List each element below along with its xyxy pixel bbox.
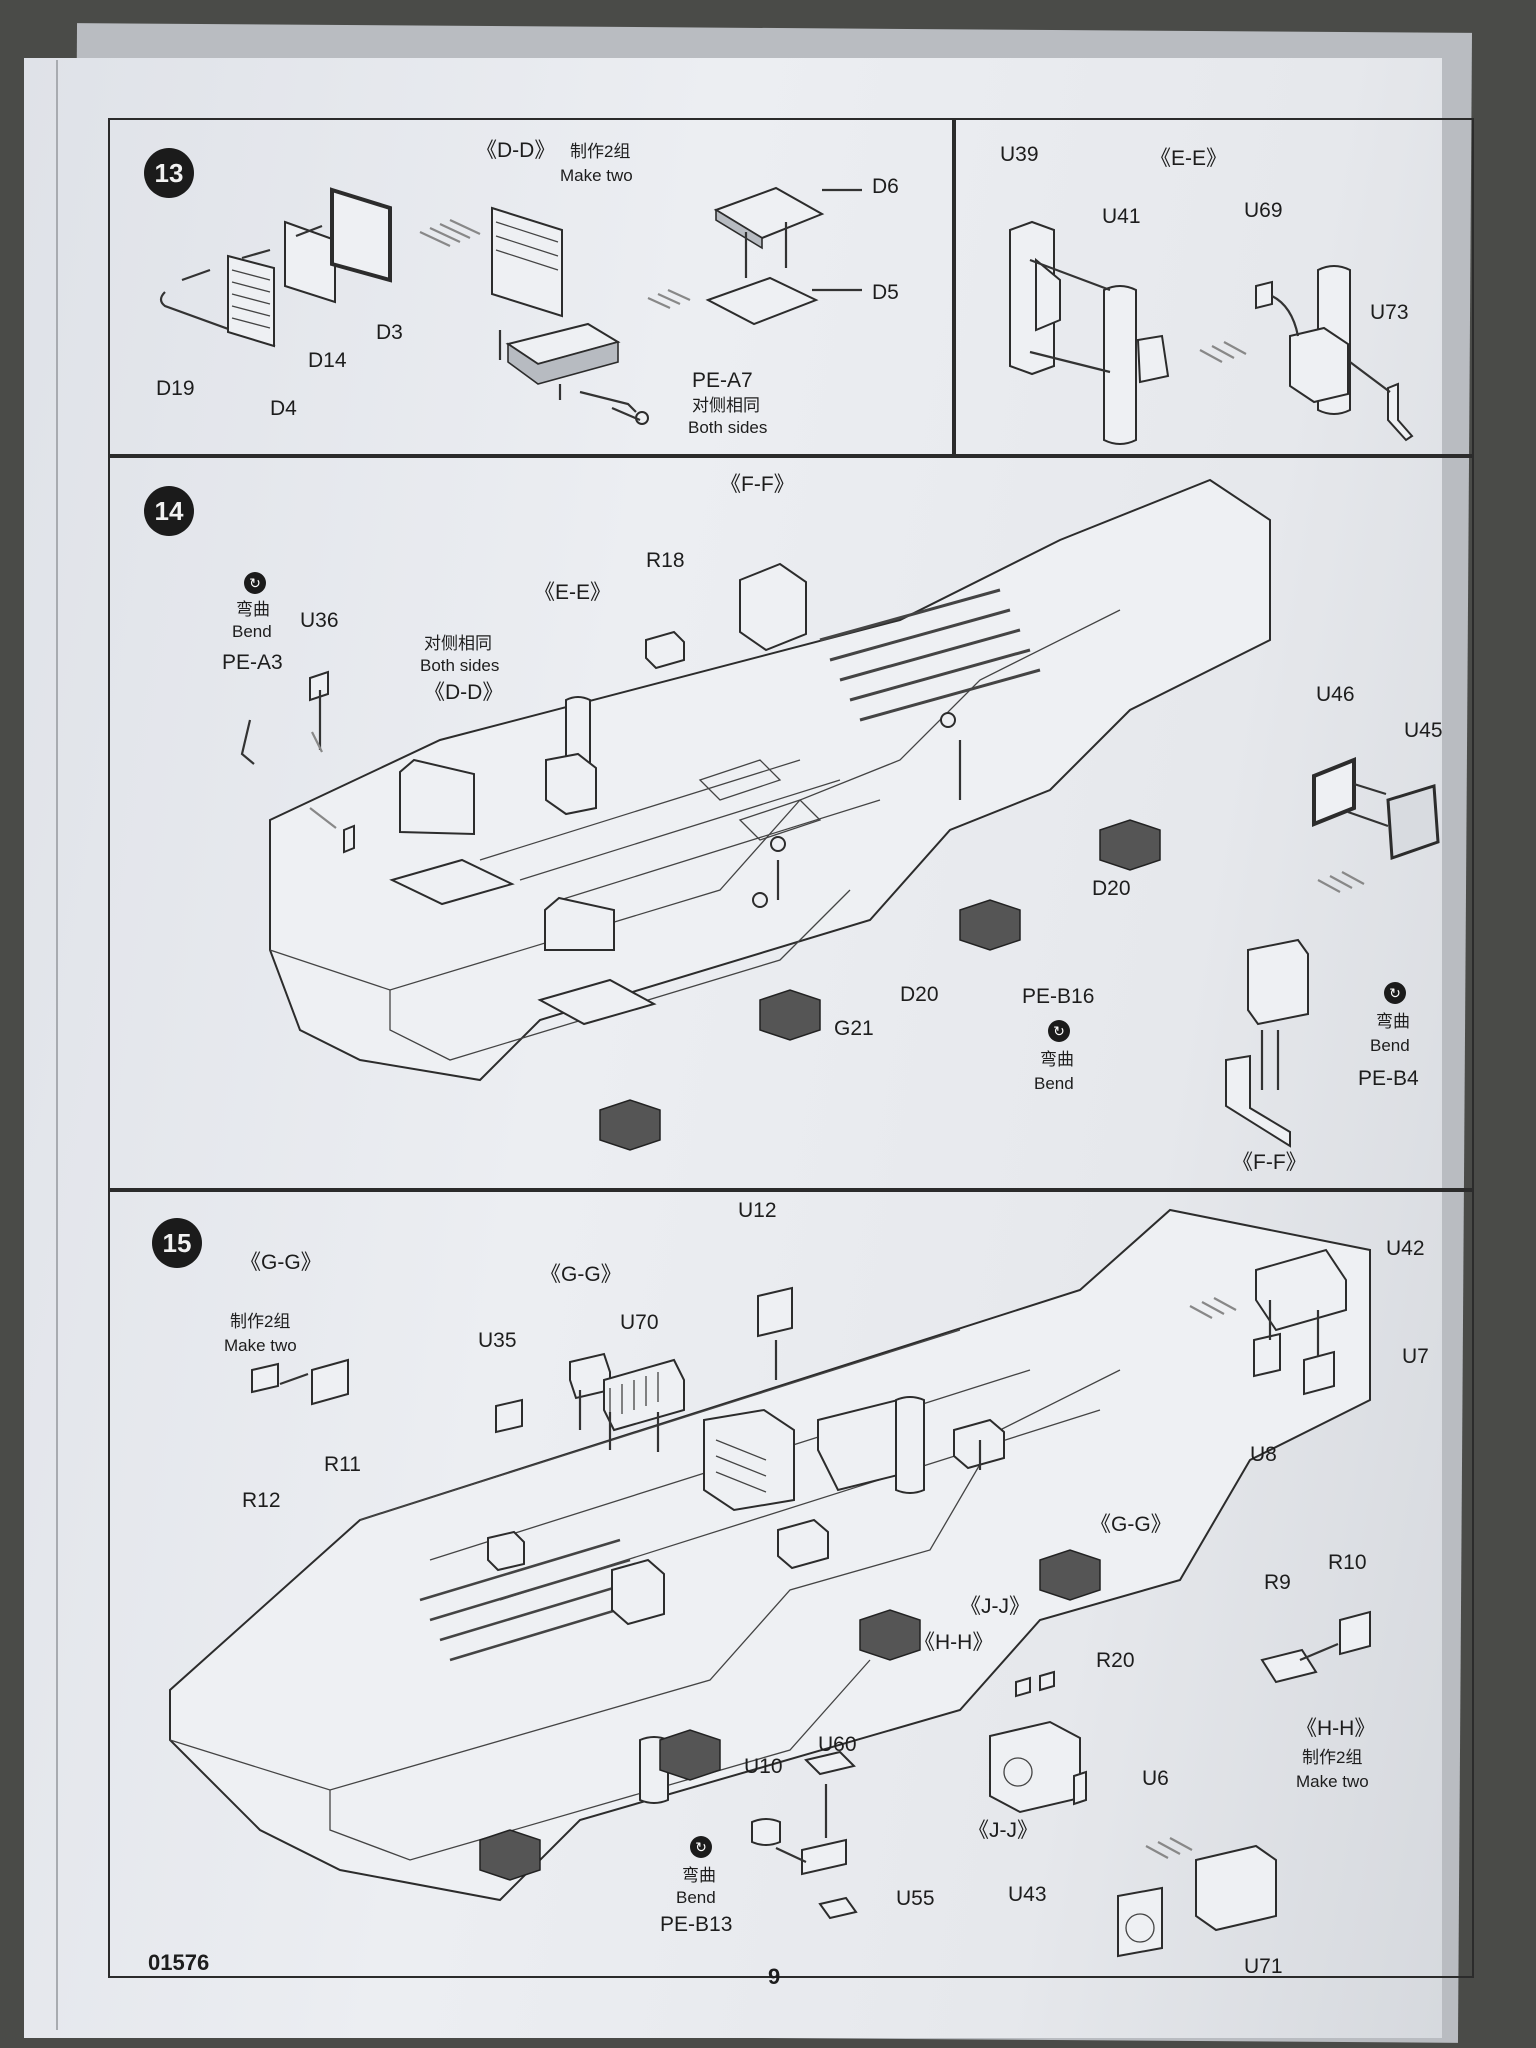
bend-cn-2: 弯曲: [1040, 1050, 1074, 1069]
dd-make-cn: 制作2组: [570, 142, 631, 161]
bend-cn-1: 弯曲: [236, 600, 270, 619]
jj-title-2: 《J-J》: [968, 1819, 1038, 1842]
both-cn-14: 对侧相同: [424, 634, 492, 653]
part-pe-a7: PE-A7: [692, 369, 753, 392]
gg-make-en: Make two: [224, 1336, 297, 1355]
bend-cn-15: 弯曲: [682, 1866, 716, 1885]
part-r18: R18: [646, 549, 685, 572]
part-u45: U45: [1404, 719, 1443, 742]
step-14-badge: 14: [144, 486, 194, 536]
part-pe-b4: PE-B4: [1358, 1067, 1419, 1090]
part-u35: U35: [478, 1329, 517, 1352]
part-u73: U73: [1370, 301, 1409, 324]
bend-en-1: Bend: [232, 622, 272, 641]
seat-cushion-parts: [705, 186, 862, 326]
step15-side-parts: [251, 1248, 1371, 1958]
step13-panel-right: [952, 118, 1474, 458]
part-pe-b13: PE-B13: [660, 1913, 733, 1936]
hh-title: 《H-H》: [914, 1631, 994, 1654]
part-r11: R11: [324, 1453, 361, 1476]
part-d5: D5: [872, 281, 899, 304]
bend-en-15: Bend: [676, 1888, 716, 1907]
step15-panel: [108, 1188, 1474, 1978]
part-d19: D19: [156, 377, 195, 400]
part-d20-a: D20: [1092, 877, 1131, 900]
hh-make-en: Make two: [1296, 1772, 1369, 1791]
gg-title-mid: 《G-G》: [540, 1263, 622, 1286]
bend-en-3: Bend: [1370, 1036, 1410, 1055]
gg-title-right: 《G-G》: [1090, 1513, 1172, 1536]
post-exploded: [1009, 220, 1414, 445]
hull-step15: [169, 1208, 1371, 1902]
kit-number: 01576: [148, 1950, 210, 1975]
hh-make-cn: 制作2组: [1302, 1748, 1363, 1767]
part-u7: U7: [1402, 1345, 1429, 1368]
part-d20-b: D20: [900, 983, 939, 1006]
part-d4: D4: [270, 397, 297, 420]
part-u46: U46: [1316, 683, 1355, 706]
bend-icon: ↻: [1384, 982, 1406, 1004]
part-u43: U43: [1008, 1883, 1047, 1906]
part-d6: D6: [872, 175, 899, 198]
bend-en-2: Bend: [1034, 1074, 1074, 1093]
part-u39: U39: [1000, 143, 1039, 166]
part-pe-a3: PE-A3: [222, 651, 283, 674]
part-d3: D3: [376, 321, 403, 344]
part-u60: U60: [818, 1733, 857, 1756]
dd-make-en: Make two: [560, 166, 633, 185]
ff-title-bottom: 《F-F》: [1232, 1151, 1307, 1174]
part-u12: U12: [738, 1199, 777, 1222]
part-u8: U8: [1250, 1443, 1277, 1466]
dd-title-14: 《D-D》: [424, 681, 504, 704]
both-en-14: Both sides: [420, 656, 500, 675]
part-d14: D14: [308, 349, 347, 372]
part-pe-b16: PE-B16: [1022, 985, 1095, 1008]
gg-make-cn: 制作2组: [230, 1312, 291, 1331]
part-u6: U6: [1142, 1767, 1169, 1790]
dd-title: 《D-D》: [476, 139, 556, 162]
part-r9: R9: [1264, 1571, 1291, 1594]
part-u55: U55: [896, 1887, 935, 1910]
step14-panel: [108, 454, 1474, 1192]
pe-a7-both-cn: 对侧相同: [692, 396, 760, 415]
step14-side-parts: [1225, 757, 1440, 1148]
seat-back-exploded: [159, 187, 481, 348]
hh-title-2: 《H-H》: [1296, 1717, 1376, 1740]
ff-title-top: 《F-F》: [720, 473, 795, 496]
part-u71: U71: [1244, 1955, 1283, 1978]
jj-title: 《J-J》: [960, 1595, 1030, 1618]
part-u70: U70: [620, 1311, 659, 1334]
part-r20: R20: [1096, 1649, 1135, 1672]
bend-icon: ↻: [690, 1836, 712, 1858]
part-u42: U42: [1386, 1237, 1425, 1260]
binding-fold: [56, 60, 58, 2030]
bend-cn-3: 弯曲: [1376, 1012, 1410, 1031]
part-u10: U10: [744, 1755, 783, 1778]
ee-title-14: 《E-E》: [534, 581, 612, 604]
part-u69: U69: [1244, 199, 1283, 222]
hull-step14: [240, 478, 1271, 1151]
seat-assembled-dd: [491, 206, 691, 425]
part-r10: R10: [1328, 1551, 1367, 1574]
step-15-badge: 15: [152, 1218, 202, 1268]
part-u36: U36: [300, 609, 339, 632]
gg-title-left: 《G-G》: [240, 1251, 322, 1274]
part-g21: G21: [834, 1017, 874, 1040]
part-r12: R12: [242, 1489, 281, 1512]
pe-a7-both-en: Both sides: [688, 418, 768, 437]
part-u41: U41: [1102, 205, 1141, 228]
step-13-badge: 13: [144, 148, 194, 198]
ee-title: 《E-E》: [1150, 147, 1228, 170]
page-number: 9: [768, 1964, 781, 1989]
bend-icon: ↻: [1048, 1020, 1070, 1042]
step13-panel-left: [108, 118, 956, 458]
bend-icon: ↻: [244, 572, 266, 594]
